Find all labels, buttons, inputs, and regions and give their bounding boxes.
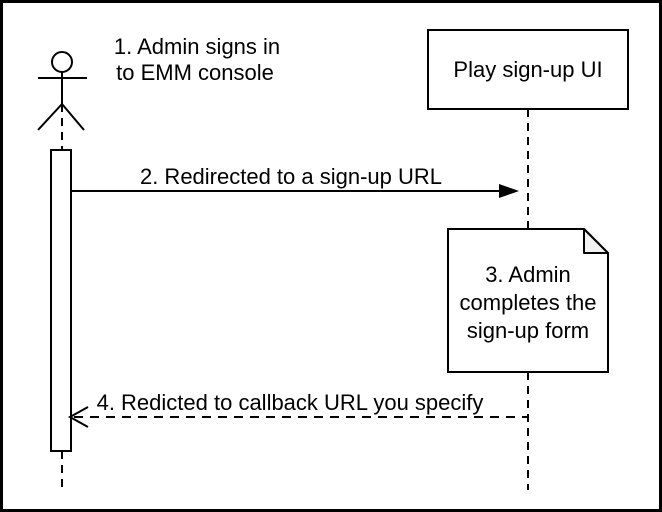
annotation-1-line-1: 1. Admin signs in	[114, 34, 280, 59]
message-4-label: 4. Redicted to callback URL you specify	[97, 390, 484, 415]
participant-box	[427, 29, 629, 110]
actor-leg-left	[37, 103, 63, 131]
message-2-label: 2. Redirected to a sign-up URL	[140, 164, 442, 189]
note-line-2: completes the	[460, 290, 597, 315]
note-body	[447, 228, 609, 373]
participant-label: Play sign-up UI	[453, 57, 602, 82]
note-shape: 3. Admin completes the sign-up form	[447, 228, 609, 373]
arrowhead-open-icon	[67, 406, 89, 428]
note-line-1: 3. Admin	[485, 262, 571, 287]
note-line-3: sign-up form	[467, 318, 589, 343]
actor-icon	[37, 51, 87, 131]
actor-leg-right	[61, 103, 85, 131]
arrowhead-filled-icon	[499, 184, 519, 198]
note-folded-corner-icon	[583, 228, 609, 254]
actor-activation-bar	[50, 149, 72, 452]
message-4-arrow	[67, 406, 528, 428]
message-2-arrow	[71, 184, 519, 198]
annotation-1-line-2: to EMM console	[116, 60, 274, 85]
